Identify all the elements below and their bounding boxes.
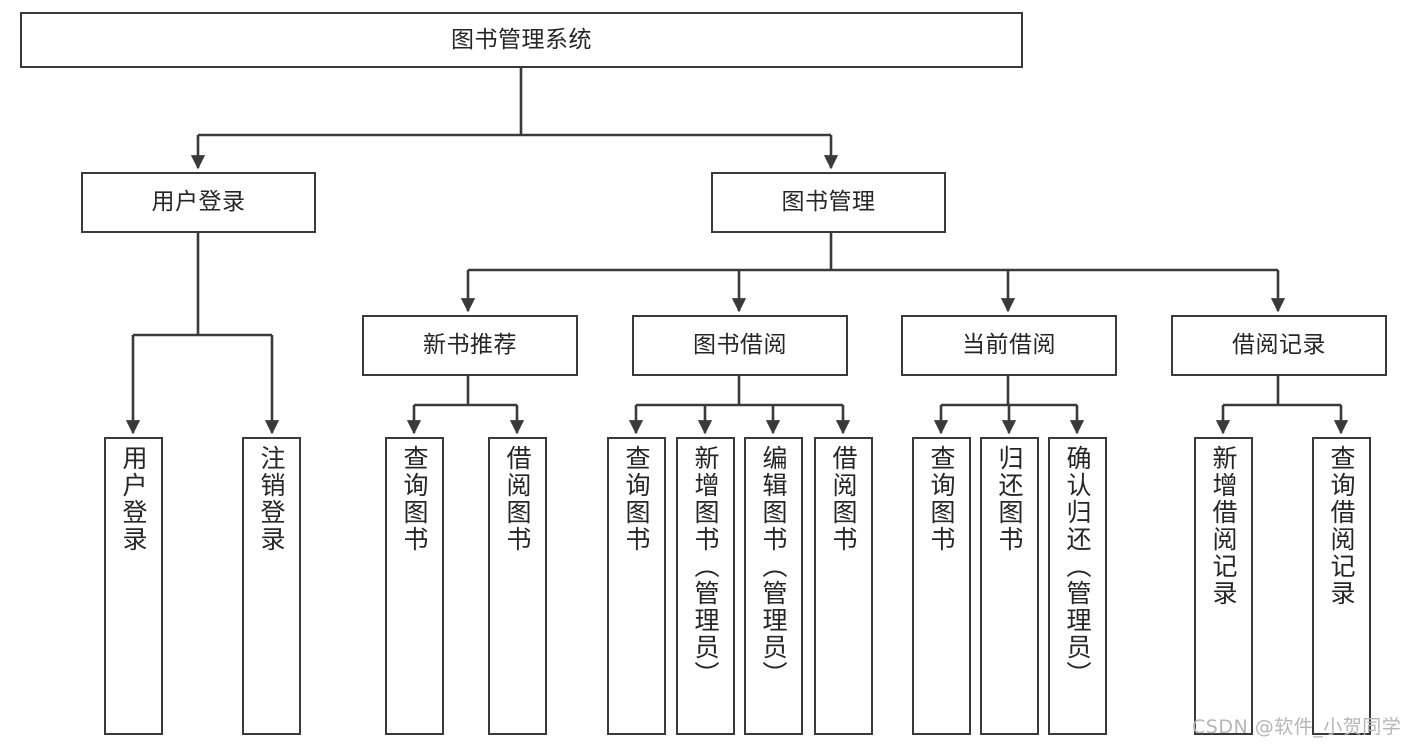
watermark-text: CSDN @软件_小贺同学	[1192, 716, 1402, 738]
node-leaf-confirm-return[interactable]: 确认归还（管理员）	[1048, 437, 1107, 735]
node-leaf-borrow-book-2[interactable]: 借阅图书	[814, 437, 873, 735]
node-new-book-rec-label: 新书推荐	[423, 332, 517, 359]
node-leaf-add-book-label: 新增图书（管理员）	[691, 445, 720, 688]
node-borrow-record-label: 借阅记录	[1232, 332, 1326, 359]
node-leaf-add-record[interactable]: 新增借阅记录	[1194, 437, 1253, 735]
node-leaf-add-record-label: 新增借阅记录	[1209, 445, 1238, 607]
node-book-borrow[interactable]: 图书借阅	[632, 315, 848, 376]
node-leaf-query-record-label: 查询借阅记录	[1327, 445, 1356, 607]
node-current-borrow[interactable]: 当前借阅	[901, 315, 1117, 376]
node-leaf-borrow-book-1[interactable]: 借阅图书	[488, 437, 547, 735]
node-leaf-logout[interactable]: 注销登录	[242, 437, 301, 735]
node-leaf-query-book-2-label: 查询图书	[622, 445, 651, 553]
node-leaf-edit-book-label: 编辑图书（管理员）	[759, 445, 788, 688]
node-leaf-logout-label: 注销登录	[257, 445, 286, 553]
node-leaf-add-book[interactable]: 新增图书（管理员）	[676, 437, 735, 735]
node-root-label: 图书管理系统	[451, 26, 592, 53]
node-leaf-query-book-1-label: 查询图书	[400, 445, 429, 553]
node-leaf-query-record[interactable]: 查询借阅记录	[1312, 437, 1371, 735]
node-leaf-user-login[interactable]: 用户登录	[104, 437, 163, 735]
node-leaf-return-book[interactable]: 归还图书	[980, 437, 1039, 735]
node-user-login-label: 用户登录	[151, 189, 246, 216]
node-leaf-query-book-3[interactable]: 查询图书	[912, 437, 971, 735]
node-leaf-confirm-return-label: 确认归还（管理员）	[1063, 445, 1092, 688]
node-book-manage-label: 图书管理	[781, 189, 876, 216]
node-root[interactable]: 图书管理系统	[20, 12, 1023, 68]
node-current-borrow-label: 当前借阅	[962, 332, 1056, 359]
node-borrow-record[interactable]: 借阅记录	[1171, 315, 1387, 376]
node-book-borrow-label: 图书借阅	[693, 332, 787, 359]
node-book-manage[interactable]: 图书管理	[711, 172, 946, 233]
node-leaf-query-book-3-label: 查询图书	[927, 445, 956, 553]
node-leaf-borrow-book-1-label: 借阅图书	[503, 445, 532, 553]
node-new-book-rec[interactable]: 新书推荐	[362, 315, 578, 376]
node-leaf-edit-book[interactable]: 编辑图书（管理员）	[744, 437, 803, 735]
node-leaf-query-book-1[interactable]: 查询图书	[385, 437, 444, 735]
node-leaf-borrow-book-2-label: 借阅图书	[829, 445, 858, 553]
node-leaf-query-book-2[interactable]: 查询图书	[607, 437, 666, 735]
node-user-login[interactable]: 用户登录	[81, 172, 316, 233]
node-leaf-user-login-label: 用户登录	[119, 445, 148, 553]
node-leaf-return-book-label: 归还图书	[995, 445, 1024, 553]
